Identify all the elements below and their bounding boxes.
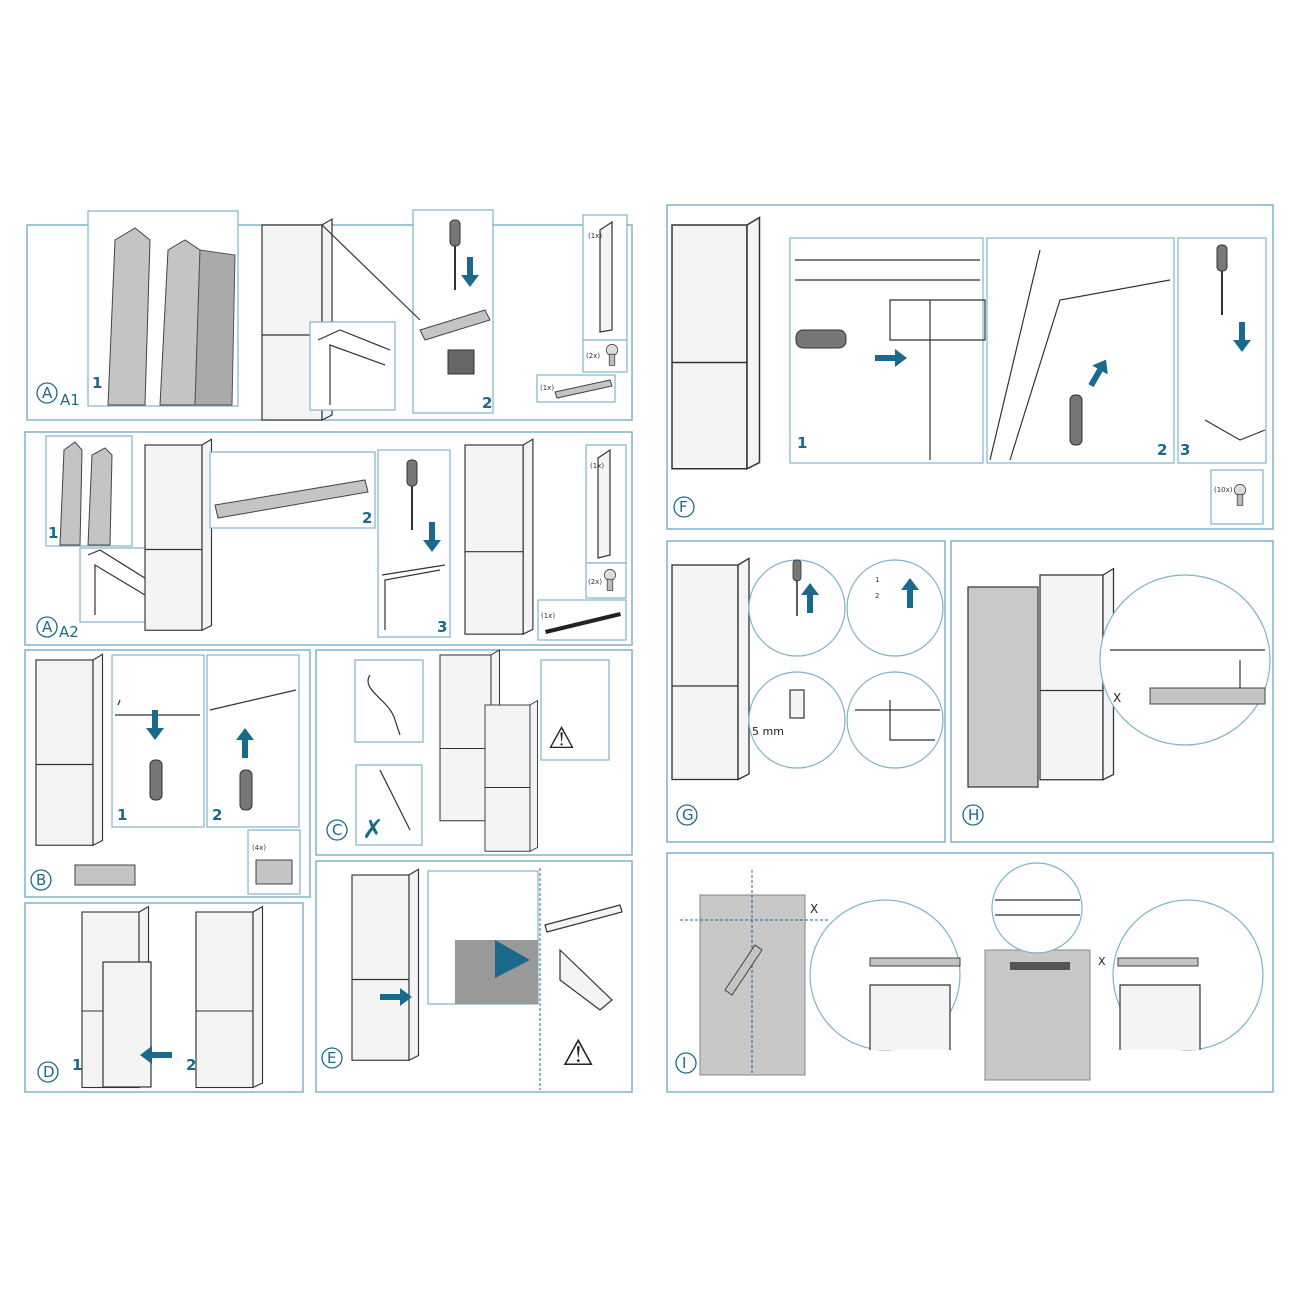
panel-label: B: [36, 871, 46, 889]
part-qty: (1x): [590, 462, 604, 470]
panel-label: H: [968, 806, 979, 824]
panel-label: A: [42, 618, 53, 636]
step-1: 1: [875, 576, 879, 584]
measure-5mm: 5 mm: [752, 725, 784, 738]
step-2: 2: [482, 394, 492, 412]
panel-a1: 1 2 (1x) (2x) (1x) A A1: [26, 209, 633, 421]
panel-e: ⚠ E: [315, 860, 633, 1093]
panel-label: A: [42, 384, 53, 402]
panel-label: E: [327, 1049, 336, 1067]
part-qty: (2x): [586, 352, 600, 360]
step-2: 2: [362, 509, 372, 527]
forbidden-x-icon: ✗: [362, 815, 384, 845]
part-qty: (2x): [588, 578, 602, 586]
warning-icon: ⚠: [562, 1033, 594, 1074]
step-3: 3: [437, 618, 447, 636]
step-1: 1: [72, 1056, 82, 1074]
step-1: 1: [48, 524, 58, 542]
step-2: 2: [186, 1056, 196, 1074]
panel-sublabel: A2: [59, 623, 79, 641]
panel-g: 1 2 5 mm G: [666, 540, 946, 843]
warning-icon: ⚠: [548, 721, 575, 756]
step-1: 1: [797, 434, 807, 452]
panel-a2: 1 2 3 (1x) (2x) (1x) A A2: [24, 431, 633, 646]
panel-h: X H: [950, 540, 1274, 843]
step-1: 1: [117, 806, 127, 824]
part-qty: (10x): [1214, 486, 1233, 494]
panel-label: G: [682, 806, 694, 824]
panel-i: X X I: [666, 852, 1274, 1093]
part-qty: (1x): [541, 612, 555, 620]
step-3: 3: [1180, 441, 1190, 459]
part-qty: (1x): [540, 384, 554, 392]
step-2: 2: [875, 592, 879, 600]
panel-sublabel: A1: [60, 391, 80, 409]
measure-x: X: [810, 902, 818, 916]
part-box-screw: [582, 339, 628, 373]
panel-c: ✗ ⚠ C: [315, 649, 633, 856]
part-qty: (4x): [252, 844, 266, 852]
step-1: 1: [92, 374, 102, 392]
measure-x: X: [1098, 955, 1106, 968]
measure-x: X: [1113, 691, 1121, 705]
part-qty: (1x): [588, 232, 602, 240]
panel-label: I: [682, 1054, 686, 1072]
panel-d: 1 2 D: [24, 902, 304, 1093]
panel-label: F: [679, 498, 688, 516]
step-2: 2: [212, 806, 222, 824]
panel-label: C: [332, 821, 342, 839]
panel-label: D: [43, 1063, 55, 1081]
panel-f: 1 2 3 (10x) F: [666, 204, 1274, 530]
panel-b: 1 2 (4x) B: [24, 649, 311, 898]
step-2: 2: [1157, 441, 1167, 459]
